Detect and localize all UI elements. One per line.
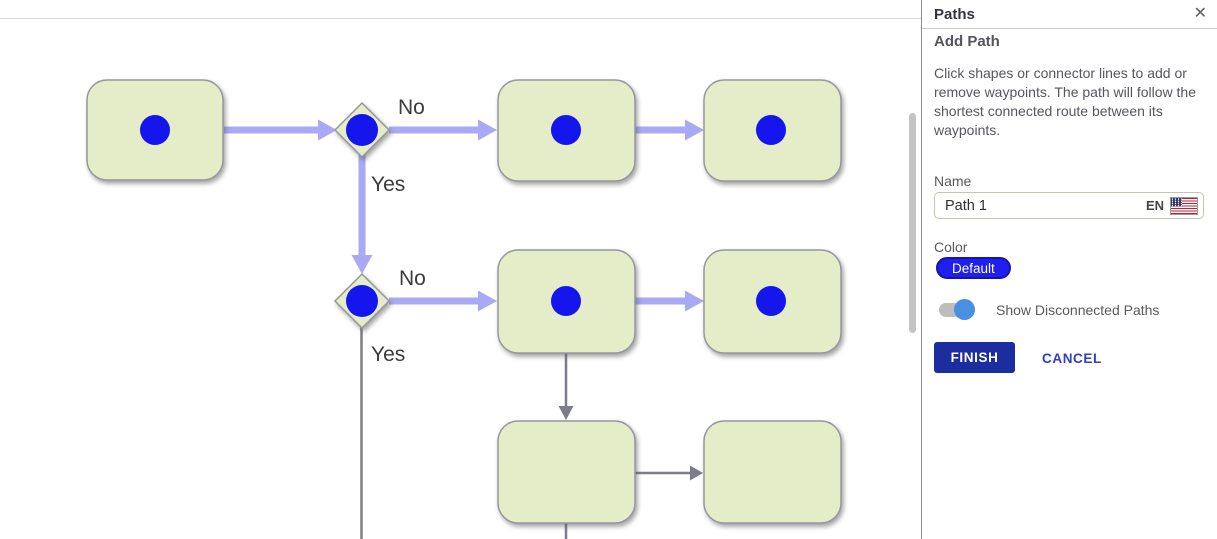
panel-title: Paths <box>934 6 975 23</box>
waypoint-dot[interactable] <box>756 115 786 145</box>
edge-process6-to-process7[interactable] <box>635 465 703 481</box>
vertical-scrollbar-thumb[interactable] <box>909 113 916 333</box>
color-label: Color <box>934 239 968 255</box>
paths-panel: Paths ✕ Add Path Click shapes or connect… <box>921 0 1217 539</box>
label-no-2: No <box>399 267 426 290</box>
edge-decision1-yes[interactable] <box>351 155 373 274</box>
name-label: Name <box>934 173 972 189</box>
canvas-top-divider <box>0 18 921 19</box>
finish-button[interactable]: FINISH <box>934 342 1015 373</box>
waypoint-dot[interactable] <box>551 115 581 145</box>
waypoint-dot[interactable] <box>756 286 786 316</box>
waypoint-dot[interactable] <box>346 114 378 146</box>
flowchart: No Yes No Yes <box>86 79 842 539</box>
edge-decision2-no[interactable] <box>389 290 497 312</box>
show-disconnected-label: Show Disconnected Paths <box>996 302 1160 318</box>
label-yes-2: Yes <box>371 343 405 366</box>
diagram-canvas[interactable]: No Yes No Yes <box>0 0 921 539</box>
gray-connectors <box>360 327 703 539</box>
waypoint-dot[interactable] <box>346 285 378 317</box>
edge-start-to-decision1[interactable] <box>224 119 337 141</box>
add-path-heading: Add Path <box>934 33 1000 50</box>
waypoint-dot[interactable] <box>551 286 581 316</box>
us-flag-icon[interactable] <box>1170 196 1198 215</box>
paths-panel-header: Paths ✕ <box>922 0 1217 29</box>
path-name-input[interactable] <box>943 196 1146 215</box>
language-code-label: EN <box>1145 198 1164 213</box>
toggle-knob <box>954 299 975 320</box>
process-node-7[interactable] <box>703 420 842 524</box>
highlighted-path-edges <box>224 119 704 312</box>
show-disconnected-toggle[interactable] <box>939 299 979 321</box>
edge-process2-to-process3[interactable] <box>635 119 704 141</box>
path-name-field[interactable]: EN <box>934 192 1204 219</box>
waypoint-dot[interactable] <box>140 115 170 145</box>
close-icon[interactable]: ✕ <box>1193 5 1207 22</box>
waypoint-markers <box>140 114 786 317</box>
branch-labels: No Yes No Yes <box>371 96 426 366</box>
process-node-6[interactable] <box>497 420 636 524</box>
edge-process4-down[interactable] <box>558 353 574 420</box>
cancel-button[interactable]: CANCEL <box>1036 350 1108 367</box>
edge-process4-to-process5[interactable] <box>635 290 704 312</box>
edge-decision1-no[interactable] <box>389 119 497 141</box>
label-yes-1: Yes <box>371 173 405 196</box>
color-default-pill[interactable]: Default <box>936 257 1011 279</box>
instructions-text: Click shapes or connector lines to add o… <box>934 65 1196 138</box>
label-no-1: No <box>398 96 425 119</box>
